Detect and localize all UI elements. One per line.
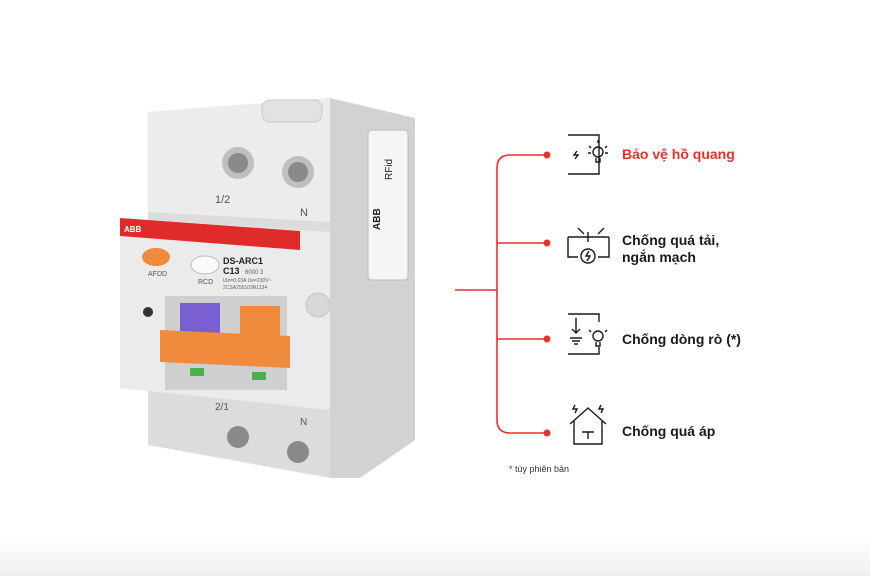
svg-text:AFDD: AFDD [148, 271, 167, 278]
svg-text:1/2: 1/2 [215, 194, 230, 206]
overload-shortcircuit-icon [567, 227, 610, 264]
feature-label-overload: Chống quá tải, [622, 232, 720, 248]
arc-fault-icon [568, 134, 608, 175]
svg-text:2/1: 2/1 [215, 402, 229, 413]
overvoltage-icon [569, 404, 607, 445]
svg-text:2CSA255103R1134: 2CSA255103R1134 [223, 285, 267, 291]
svg-text:N: N [300, 417, 307, 428]
feature-label-arc-fault: Bảo vệ hồ quang [622, 146, 735, 162]
svg-text:IΔn=0.03A Ue=230V~: IΔn=0.03A Ue=230V~ [223, 278, 272, 284]
svg-text:DS-ARC1: DS-ARC1 [223, 256, 263, 266]
feature-connector-tree [455, 154, 547, 434]
svg-text:ABB: ABB [372, 208, 383, 230]
residual-current-icon [568, 313, 608, 355]
feature-label-short-circuit: ngắn mạch [622, 249, 696, 265]
svg-text:C13: C13 [223, 266, 240, 276]
feature-label-overvoltage: Chống quá áp [622, 423, 716, 439]
background-fade [0, 536, 870, 576]
circuit-breaker-image: 1/2 N ABB RFid ABB AFDD RCD DS-ARC1 C13 … [120, 98, 415, 478]
svg-text:ABB: ABB [124, 225, 142, 234]
svg-text:N: N [300, 207, 308, 219]
svg-text:RFid: RFid [384, 159, 395, 180]
svg-text:6000 3: 6000 3 [245, 270, 264, 276]
footnote: * tùy phiên bản [509, 464, 570, 474]
svg-text:RCD: RCD [198, 279, 213, 286]
connector-dots [543, 151, 551, 437]
feature-label-residual-current: Chống dòng rò (*) [622, 331, 741, 347]
